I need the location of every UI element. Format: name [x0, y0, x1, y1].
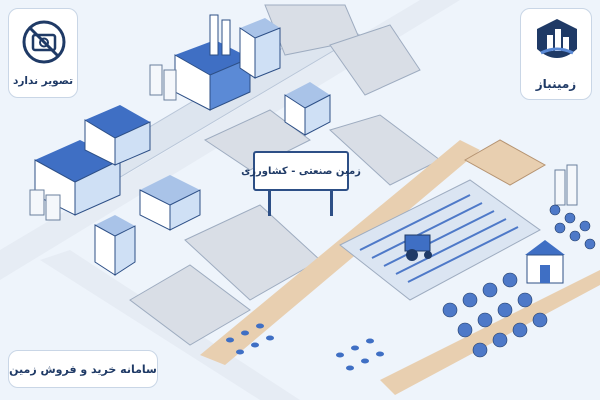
- dirt-path: [380, 270, 600, 395]
- billboard-post: [268, 191, 271, 216]
- barn: [525, 240, 565, 284]
- system-label-card: سامانه خرید و فروش زمین: [8, 350, 158, 388]
- lot: [203, 109, 311, 171]
- brand-logo[interactable]: زمینباز: [520, 8, 592, 100]
- tractor: [404, 234, 432, 261]
- crop-rows: [359, 194, 519, 283]
- storage-tanks: [29, 64, 177, 221]
- lot: [129, 264, 251, 346]
- billboard-post: [330, 191, 333, 216]
- system-label: سامانه خرید و فروش زمین: [9, 362, 157, 376]
- brand-name: زمینباز: [535, 77, 577, 91]
- factory-left: [34, 140, 121, 216]
- office-building: [239, 18, 281, 79]
- office-building: [284, 82, 331, 136]
- warehouse: [139, 175, 201, 231]
- silos: [554, 164, 578, 206]
- lot: [329, 24, 421, 96]
- billboard-text: زمین صنعتی - کشاورزی: [241, 165, 361, 177]
- no-image-label: تصویر ندارد: [12, 75, 74, 87]
- plowed-field: [463, 139, 547, 186]
- billboard-sign: زمین صنعتی - کشاورزی: [241, 151, 361, 191]
- factory-middle: [84, 105, 151, 166]
- office-building: [94, 215, 136, 276]
- no-image-badge: تصویر ندارد: [8, 8, 78, 98]
- factory-top: [174, 14, 251, 111]
- crop-field: [339, 179, 541, 301]
- orchard: [442, 204, 596, 358]
- city-logo-icon: [537, 19, 577, 58]
- dirt-path: [200, 140, 480, 365]
- no-camera-icon: [22, 20, 66, 64]
- vegetable-beds: [226, 323, 384, 371]
